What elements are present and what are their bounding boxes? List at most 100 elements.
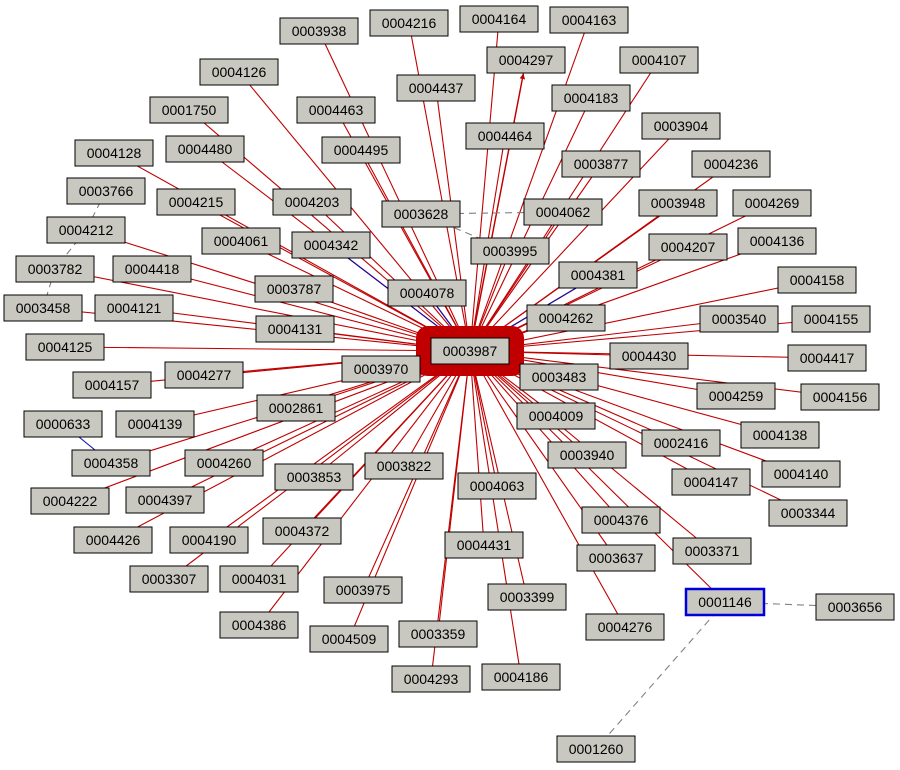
node-box-0003766 bbox=[66, 177, 146, 205]
node-0003822[interactable]: 0003822 bbox=[364, 452, 444, 480]
node-0004063[interactable]: 0004063 bbox=[457, 472, 537, 500]
node-0004269[interactable]: 0004269 bbox=[732, 189, 812, 217]
node-0003637[interactable]: 0003637 bbox=[576, 544, 656, 572]
node-0004156[interactable]: 0004156 bbox=[800, 383, 880, 411]
node-0003787[interactable]: 0003787 bbox=[254, 275, 334, 303]
node-box-0004031 bbox=[219, 565, 299, 593]
node-0004495[interactable]: 0004495 bbox=[321, 136, 401, 164]
node-0003904[interactable]: 0003904 bbox=[641, 112, 721, 140]
node-0004509[interactable]: 0004509 bbox=[309, 625, 389, 653]
node-0004386[interactable]: 0004386 bbox=[219, 611, 299, 639]
node-0004190[interactable]: 0004190 bbox=[169, 526, 249, 554]
node-0004426[interactable]: 0004426 bbox=[73, 526, 153, 554]
node-0004480[interactable]: 0004480 bbox=[165, 135, 245, 163]
node-label-0003940: 0003940 bbox=[560, 447, 615, 463]
node-0004128[interactable]: 0004128 bbox=[74, 139, 154, 167]
graph-edge-0003782-0003987 bbox=[54, 268, 471, 352]
node-0004155[interactable]: 0004155 bbox=[791, 305, 871, 333]
node-0004297[interactable]: 0004297 bbox=[486, 46, 566, 74]
node-0003987[interactable]: 0003987 bbox=[430, 337, 510, 365]
node-0003628[interactable]: 0003628 bbox=[381, 200, 461, 228]
node-0004157[interactable]: 0004157 bbox=[72, 371, 152, 399]
node-0002861[interactable]: 0002861 bbox=[256, 394, 336, 422]
node-0004431[interactable]: 0004431 bbox=[444, 531, 524, 559]
node-0004121[interactable]: 0004121 bbox=[94, 294, 174, 322]
node-0003938[interactable]: 0003938 bbox=[279, 17, 359, 45]
node-0004430[interactable]: 0004430 bbox=[609, 342, 689, 370]
node-0003940[interactable]: 0003940 bbox=[547, 441, 627, 469]
node-0004259[interactable]: 0004259 bbox=[696, 382, 776, 410]
node-0003995[interactable]: 0003995 bbox=[470, 237, 550, 265]
node-0004140[interactable]: 0004140 bbox=[761, 460, 841, 488]
node-0000633[interactable]: 0000633 bbox=[23, 410, 103, 438]
node-0004397[interactable]: 0004397 bbox=[125, 486, 205, 514]
node-0004463[interactable]: 0004463 bbox=[296, 96, 376, 124]
node-0004183[interactable]: 0004183 bbox=[551, 84, 631, 112]
node-0003975[interactable]: 0003975 bbox=[323, 576, 403, 604]
node-0003371[interactable]: 0003371 bbox=[672, 537, 752, 565]
node-0004277[interactable]: 0004277 bbox=[164, 361, 244, 389]
node-0003307[interactable]: 0003307 bbox=[129, 565, 209, 593]
node-0004417[interactable]: 0004417 bbox=[787, 344, 867, 372]
node-0001260[interactable]: 0001260 bbox=[556, 735, 636, 763]
node-0004164[interactable]: 0004164 bbox=[459, 5, 539, 33]
node-0003656[interactable]: 0003656 bbox=[815, 593, 895, 621]
node-box-0004121 bbox=[94, 294, 174, 322]
node-0004358[interactable]: 0004358 bbox=[71, 449, 151, 477]
node-0004381[interactable]: 0004381 bbox=[558, 261, 638, 289]
node-0004147[interactable]: 0004147 bbox=[671, 468, 751, 496]
node-0004031[interactable]: 0004031 bbox=[219, 565, 299, 593]
node-0003766[interactable]: 0003766 bbox=[66, 177, 146, 205]
node-0003970[interactable]: 0003970 bbox=[341, 355, 421, 383]
node-0003458[interactable]: 0003458 bbox=[3, 294, 83, 322]
node-0004158[interactable]: 0004158 bbox=[777, 266, 857, 294]
node-0004342[interactable]: 0004342 bbox=[291, 231, 371, 259]
node-label-0004495: 0004495 bbox=[334, 142, 389, 158]
node-0004276[interactable]: 0004276 bbox=[585, 613, 665, 641]
node-label-0004158: 0004158 bbox=[790, 272, 845, 288]
node-0001146[interactable]: 0001146 bbox=[684, 587, 766, 617]
node-0004236[interactable]: 0004236 bbox=[691, 150, 771, 178]
node-0004212[interactable]: 0004212 bbox=[46, 216, 126, 244]
node-0001750[interactable]: 0001750 bbox=[149, 96, 229, 124]
node-0003948[interactable]: 0003948 bbox=[638, 189, 718, 217]
node-0003344[interactable]: 0003344 bbox=[768, 499, 848, 527]
node-0004293[interactable]: 0004293 bbox=[391, 665, 471, 693]
node-0004163[interactable]: 0004163 bbox=[549, 6, 629, 34]
node-0004215[interactable]: 0004215 bbox=[156, 188, 236, 216]
node-0003483[interactable]: 0003483 bbox=[519, 363, 599, 391]
node-0004418[interactable]: 0004418 bbox=[112, 255, 192, 283]
node-0004009[interactable]: 0004009 bbox=[516, 402, 596, 430]
node-0004138[interactable]: 0004138 bbox=[740, 421, 820, 449]
graph-edge-0004495-0003987 bbox=[360, 149, 471, 352]
node-0004126[interactable]: 0004126 bbox=[199, 58, 279, 86]
node-0004186[interactable]: 0004186 bbox=[481, 663, 561, 691]
node-0002416[interactable]: 0002416 bbox=[641, 429, 721, 457]
node-0003359[interactable]: 0003359 bbox=[398, 620, 478, 648]
node-0004078[interactable]: 0004078 bbox=[387, 279, 467, 307]
node-0004464[interactable]: 0004464 bbox=[465, 122, 545, 150]
node-0004207[interactable]: 0004207 bbox=[648, 233, 728, 261]
node-0003782[interactable]: 0003782 bbox=[15, 255, 95, 283]
node-0004061[interactable]: 0004061 bbox=[201, 227, 281, 255]
node-0004222[interactable]: 0004222 bbox=[30, 487, 110, 515]
node-0004131[interactable]: 0004131 bbox=[255, 315, 335, 343]
node-0004136[interactable]: 0004136 bbox=[737, 227, 817, 255]
node-0004376[interactable]: 0004376 bbox=[581, 506, 661, 534]
node-0004125[interactable]: 0004125 bbox=[25, 333, 105, 361]
node-0004437[interactable]: 0004437 bbox=[396, 74, 476, 102]
node-label-0004138: 0004138 bbox=[753, 427, 808, 443]
node-0004260[interactable]: 0004260 bbox=[184, 449, 264, 477]
node-0003399[interactable]: 0003399 bbox=[487, 583, 567, 611]
node-label-0004139: 0004139 bbox=[128, 416, 183, 432]
node-0004139[interactable]: 0004139 bbox=[115, 410, 195, 438]
node-0004372[interactable]: 0004372 bbox=[262, 517, 342, 545]
node-0003853[interactable]: 0003853 bbox=[274, 463, 354, 491]
node-0004203[interactable]: 0004203 bbox=[272, 188, 352, 216]
node-0004216[interactable]: 0004216 bbox=[369, 9, 449, 37]
node-0004262[interactable]: 0004262 bbox=[526, 304, 606, 332]
node-0004062[interactable]: 0004062 bbox=[523, 198, 603, 226]
node-0004107[interactable]: 0004107 bbox=[619, 46, 699, 74]
node-0003877[interactable]: 0003877 bbox=[561, 150, 641, 178]
node-0003540[interactable]: 0003540 bbox=[699, 305, 779, 333]
